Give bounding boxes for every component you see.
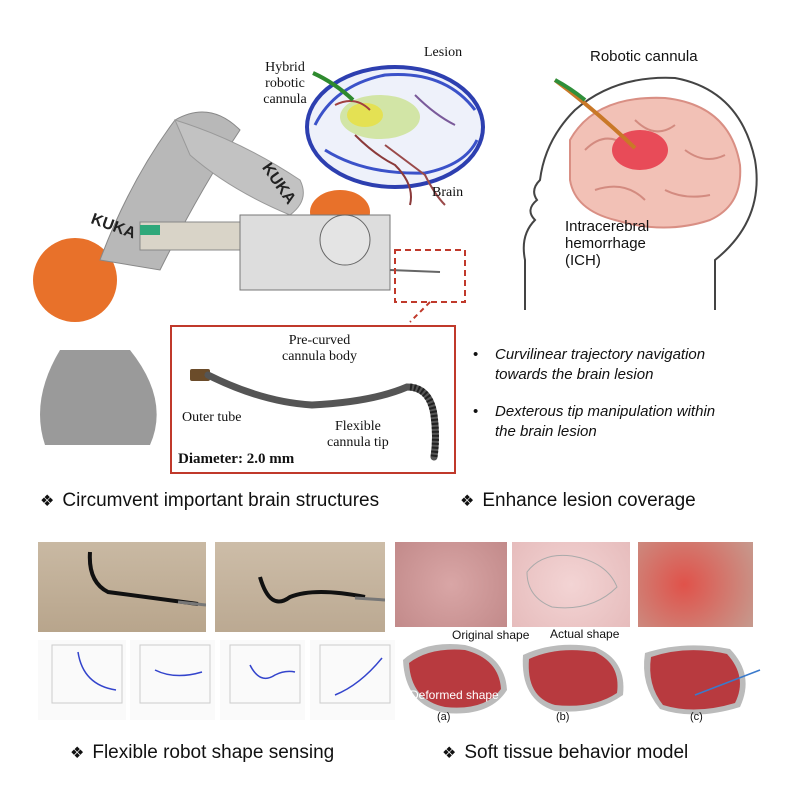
label-pre-curved-body: Pre-curved cannula body xyxy=(282,333,358,364)
tissue-photo-b xyxy=(512,542,630,627)
shape-plot-4 xyxy=(310,640,395,720)
diamond-icon: ❖ xyxy=(70,745,85,762)
heading-enhance: ❖Enhance lesion coverage xyxy=(460,490,696,511)
label-sub-b: (b) xyxy=(556,711,570,723)
label-actual-shape: Actual shape xyxy=(550,627,620,641)
label-sub-c: (c) xyxy=(690,711,703,723)
cannula-inset: Pre-curved cannula body Outer tube Flexi… xyxy=(170,325,456,474)
label-robotic-cannula: Robotic cannula xyxy=(590,48,698,65)
label-hybrid-robotic-cannula: Hybrid robotic cannula xyxy=(263,60,307,107)
label-sub-a: (a) xyxy=(437,711,451,723)
shape-plot-3 xyxy=(220,640,305,720)
diamond-icon: ❖ xyxy=(460,493,475,510)
brain-scan-figure xyxy=(295,55,490,215)
bullet-text: Dexterous tip manipulation within the br… xyxy=(495,403,716,440)
bullet-dexterous: • Dexterous tip manipulation within the … xyxy=(473,402,785,442)
label-deformed-shape: Deformed shape xyxy=(410,688,499,702)
heading-circumvent: ❖Circumvent important brain structures xyxy=(40,490,380,511)
diamond-icon: ❖ xyxy=(40,493,55,510)
head-diagram xyxy=(515,70,765,310)
label-diameter: Diameter: 2.0 mm xyxy=(178,451,295,467)
label-ich: Intracerebral hemorrhage (ICH) xyxy=(565,218,650,269)
label-original-shape: Original shape xyxy=(452,628,530,642)
bullet-dot: • xyxy=(473,403,479,420)
tissue-model-row xyxy=(395,635,765,725)
shape-plot-1 xyxy=(38,640,126,720)
bullet-curvilinear: • Curvilinear trajectory navigation towa… xyxy=(473,345,785,385)
label-brain: Brain xyxy=(432,185,464,200)
label-flexible-tip: Flexible cannula tip xyxy=(327,419,389,450)
bullet-text: Curvilinear trajectory navigation toward… xyxy=(495,346,706,383)
diamond-icon: ❖ xyxy=(442,745,457,762)
label-outer-tube: Outer tube xyxy=(182,410,242,425)
heading-shape-sensing: ❖Flexible robot shape sensing xyxy=(70,742,335,763)
robot-arm-figure xyxy=(0,100,470,445)
shape-photo-1 xyxy=(38,542,206,632)
shape-photo-2 xyxy=(215,542,385,632)
shape-plot-2 xyxy=(130,640,215,720)
tissue-photo-a xyxy=(395,542,507,627)
tissue-photo-c xyxy=(638,542,753,627)
label-lesion: Lesion xyxy=(424,45,463,60)
bullet-dot: • xyxy=(473,346,479,363)
heading-soft-tissue: ❖Soft tissue behavior model xyxy=(442,742,689,763)
